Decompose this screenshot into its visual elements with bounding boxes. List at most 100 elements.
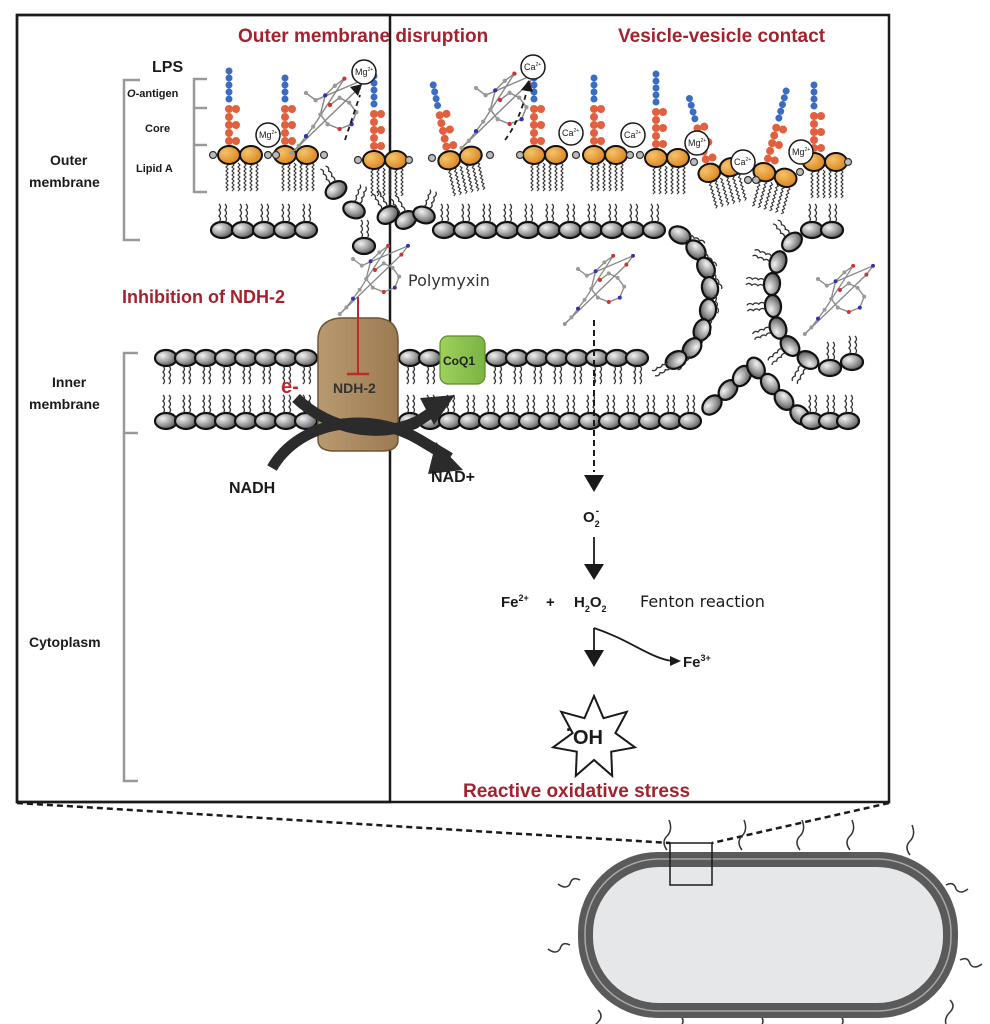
- phospholipid-head: [839, 352, 865, 372]
- phosphate-group: [404, 155, 414, 165]
- atom: [842, 270, 847, 275]
- phospholipid-head: [637, 411, 663, 431]
- core-sugar: [370, 134, 378, 142]
- atom: [377, 250, 382, 255]
- phosphate-group: [263, 150, 273, 160]
- core-sugar: [530, 121, 538, 129]
- atom: [349, 122, 354, 127]
- ion-charge: 2+: [636, 130, 642, 136]
- lipid-tail: [503, 203, 507, 223]
- hydroxyl-radical-dot: ·: [566, 720, 572, 740]
- atom: [864, 272, 869, 277]
- phospholipid-tails: [524, 203, 534, 223]
- phospholipid-head: [437, 411, 463, 431]
- lipid-a-tail: [602, 162, 606, 192]
- lipid-a-tail: [658, 165, 662, 195]
- lps-molecule: [273, 74, 319, 192]
- atom: [846, 310, 851, 314]
- core-sugar: [659, 124, 667, 132]
- o-antigen-sugar: [281, 88, 289, 96]
- label-outer-membrane-1: Outer: [50, 152, 88, 168]
- phospholipid-head: [599, 220, 625, 240]
- atom: [406, 243, 410, 248]
- atom: [289, 150, 294, 156]
- lipid-a-tail: [719, 177, 730, 206]
- label-outer-membrane-2: membrane: [29, 174, 100, 190]
- phospholipid-tails: [482, 203, 492, 223]
- phosphate-group: [571, 150, 581, 160]
- atom: [357, 287, 362, 292]
- phospholipid-tails: [513, 365, 523, 385]
- ion-label: Mg2+: [792, 147, 810, 157]
- atom: [351, 296, 355, 301]
- lipid-a-tail: [737, 173, 747, 201]
- lipid-tail: [506, 394, 510, 414]
- atom: [622, 284, 627, 289]
- lipid-a-tail: [237, 162, 241, 192]
- atom: [569, 315, 574, 320]
- lipid-tail: [406, 394, 410, 414]
- core-sugar: [770, 156, 779, 165]
- bond: [461, 82, 530, 149]
- lipid-tail: [268, 365, 272, 385]
- lipid-tail: [412, 365, 416, 385]
- appendage: [547, 942, 571, 953]
- core-sugar: [597, 121, 605, 129]
- o-antigen-sugar: [687, 101, 695, 109]
- lipid-a-tail: [243, 162, 247, 192]
- calcium-ion: Ca2+: [520, 54, 546, 80]
- phosphate-group: [689, 157, 699, 167]
- bracket-cytoplasm: [122, 433, 138, 783]
- lipid-a-tail: [465, 164, 474, 193]
- phospholipid-head: [253, 411, 279, 431]
- lipid-a-head: [384, 150, 408, 170]
- label-fenton-reaction: Fenton reaction: [640, 592, 765, 611]
- o-antigen-sugar: [652, 77, 660, 85]
- core-sugar: [442, 109, 451, 118]
- lipid-tail: [614, 203, 618, 223]
- lipid-a-head: [458, 145, 483, 166]
- atom: [624, 262, 629, 267]
- lipid-tail: [308, 365, 312, 385]
- phospholipid-tails: [651, 361, 672, 377]
- o-antigen-sugar: [652, 70, 660, 78]
- coq1-protein: CoQ1: [439, 335, 486, 385]
- core-sugar: [652, 124, 660, 132]
- h2o2-o: O: [590, 594, 602, 611]
- lipid-tail: [579, 365, 583, 385]
- arrowhead-oh: [584, 650, 604, 667]
- lipid-tail: [530, 203, 534, 223]
- lipid-a-tail: [477, 162, 486, 191]
- phospholipid-tails: [503, 203, 513, 223]
- lipid-tail: [599, 365, 603, 385]
- phospholipid-tails: [262, 394, 272, 414]
- phospholipid-head: [473, 220, 499, 240]
- phospholipid-head: [768, 250, 788, 274]
- lipid-tail: [461, 203, 465, 223]
- core-sugar: [377, 110, 385, 118]
- lipid-tail: [426, 365, 430, 385]
- cell-appendages: [547, 819, 983, 1024]
- o-antigen-sugar: [530, 95, 538, 103]
- ion-symbol: Ca: [562, 128, 574, 138]
- lipid-a-tail: [590, 162, 594, 192]
- appendage: [679, 1014, 684, 1024]
- lipid-tail: [688, 234, 706, 244]
- bond: [291, 87, 360, 154]
- label-lipid-a: Lipid A: [136, 163, 173, 175]
- core-sugar: [281, 105, 289, 113]
- lipid-a-tail: [459, 165, 468, 194]
- lipid-a-tail: [596, 162, 600, 192]
- core-sugar: [288, 105, 296, 113]
- arrowhead-h2o2: [584, 564, 604, 580]
- o-antigen-sugar: [225, 95, 233, 103]
- core-sugar: [439, 126, 448, 135]
- bracket-core: [192, 108, 207, 147]
- ion-charge: 2+: [536, 62, 542, 68]
- o-antigen-sugar: [810, 95, 818, 103]
- lipid-tail: [208, 394, 212, 414]
- o-antigen-sugar: [225, 88, 233, 96]
- lipid-tail: [646, 394, 650, 414]
- lipid-tail: [492, 394, 496, 414]
- core-sugar: [435, 111, 444, 120]
